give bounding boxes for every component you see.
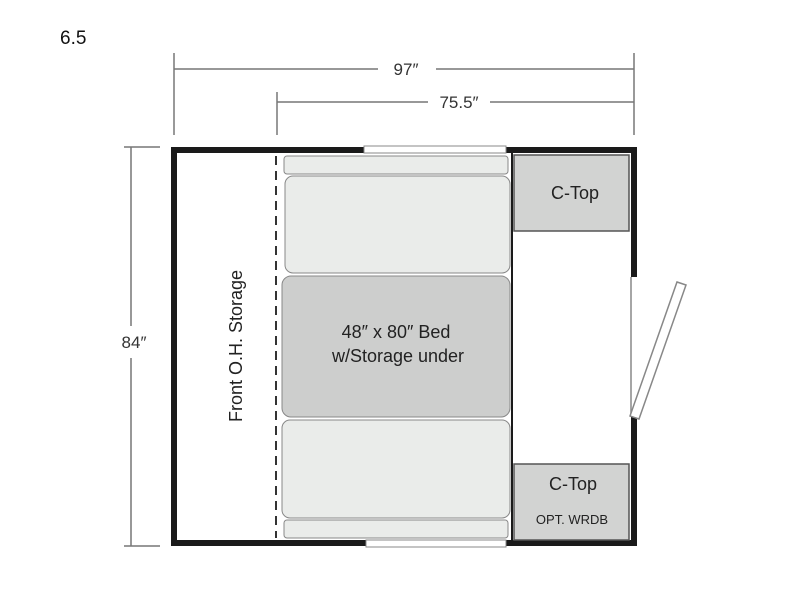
seat-cushion-bottom — [281, 419, 511, 519]
back-cushion-top — [283, 155, 509, 175]
overall-width-label: 97″ — [394, 60, 419, 79]
ctop-top-label: C-Top — [551, 183, 599, 203]
overall-width-dimension: 97″ — [173, 53, 635, 135]
door-opening — [630, 277, 639, 417]
interior-width-dimension: 75.5″ — [276, 92, 634, 135]
front-storage-label: Front O.H. Storage — [226, 270, 246, 422]
bed-label-line2: w/Storage under — [331, 346, 464, 366]
bed-label-line1: 48″ x 80″ Bed — [342, 322, 451, 342]
ctop-bottom-label: C-Top — [549, 474, 597, 494]
ctop-counter-bottom — [513, 463, 630, 541]
interior-width-label: 75.5″ — [439, 93, 478, 112]
model-label: 6.5 — [60, 28, 87, 49]
door-panel — [629, 281, 687, 420]
seat-cushion-top — [284, 175, 511, 274]
window-top — [363, 145, 507, 154]
height-dimension: 84″ — [122, 146, 160, 547]
opt-wrdb-label: OPT. WRDB — [536, 512, 608, 527]
height-label: 84″ — [122, 333, 147, 352]
back-cushion-bottom — [283, 519, 509, 539]
window-bottom — [365, 539, 507, 548]
bed-table — [281, 275, 511, 418]
ctop-counter-top — [513, 154, 630, 232]
